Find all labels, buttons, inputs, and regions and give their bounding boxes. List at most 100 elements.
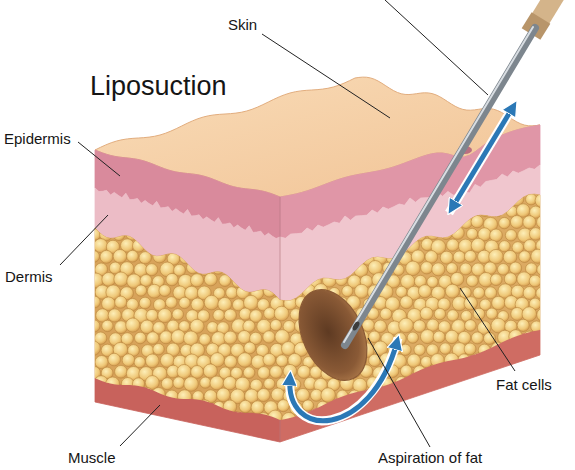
fat-cell	[337, 390, 349, 402]
fat-cell	[140, 387, 154, 401]
fat-cell	[314, 218, 327, 231]
fat-cell	[102, 320, 113, 331]
fat-cell	[445, 284, 459, 298]
fat-cell	[81, 331, 93, 343]
fat-cell	[434, 378, 446, 390]
fat-cell	[270, 319, 281, 330]
fat-cell	[160, 194, 172, 206]
fat-cell	[264, 424, 276, 436]
fat-cell	[529, 275, 541, 287]
fat-cell	[89, 207, 101, 219]
fat-cell	[451, 414, 463, 426]
fat-cell	[472, 353, 486, 367]
fat-cell	[537, 399, 550, 412]
fat-cell	[444, 378, 457, 391]
fat-cell	[316, 193, 327, 204]
fat-cell	[492, 205, 503, 216]
fat-cell	[134, 357, 145, 368]
fat-cell	[431, 354, 445, 368]
fat-cell	[87, 411, 101, 425]
fat-cell	[328, 194, 342, 208]
fat-cell	[524, 331, 535, 342]
fat-cell	[231, 251, 245, 265]
fat-cell	[509, 262, 521, 274]
fat-cell	[166, 273, 178, 285]
fat-cell	[460, 216, 472, 228]
fat-cell	[125, 413, 139, 427]
suction-arrow	[290, 342, 397, 421]
fat-cell	[172, 399, 186, 413]
fat-cell	[483, 191, 498, 206]
fat-cell	[360, 227, 374, 241]
fat-cell	[122, 354, 135, 367]
fat-cell	[399, 203, 414, 218]
fat-cell	[464, 389, 477, 402]
fat-cell	[226, 194, 238, 206]
fat-cell	[120, 424, 134, 438]
fat-cell	[129, 207, 141, 219]
fat-cell	[238, 353, 253, 368]
fat-cell	[350, 251, 362, 263]
fat-cell	[238, 194, 250, 206]
fat-cell	[135, 425, 147, 437]
fat-cell	[115, 296, 127, 308]
fat-cell	[310, 205, 323, 218]
fat-cell	[329, 262, 342, 275]
fat-cell	[204, 295, 219, 310]
fat-cell	[451, 272, 464, 285]
fat-cell	[103, 390, 115, 402]
fat-cell	[113, 203, 126, 216]
fat-cell	[191, 366, 204, 379]
fat-cell	[174, 423, 186, 435]
fat-cell	[302, 400, 313, 411]
fat-cell	[303, 423, 316, 436]
fat-cell	[128, 390, 141, 403]
fat-cell	[256, 203, 270, 217]
fat-cell	[89, 229, 101, 241]
fat-cell	[106, 425, 119, 438]
fat-cell	[80, 401, 93, 414]
fat-cell	[82, 194, 94, 206]
fat-cell	[227, 426, 239, 438]
fat-cell	[212, 262, 224, 274]
fat-cell	[269, 252, 283, 266]
fat-cell	[217, 206, 230, 219]
fat-cell	[106, 377, 120, 391]
fat-cell	[165, 204, 179, 218]
fat-cell	[289, 193, 303, 207]
fat-cell	[82, 423, 95, 436]
fat-cell	[210, 238, 224, 252]
fat-cell	[86, 341, 101, 356]
leader-line	[262, 34, 390, 118]
fat-cell	[81, 263, 93, 275]
fat-cell	[107, 218, 120, 231]
fat-cell	[132, 378, 144, 390]
fat-cell	[190, 274, 203, 287]
fat-cell	[379, 216, 393, 230]
fat-cell	[237, 215, 250, 228]
fat-cell	[187, 261, 199, 273]
fat-cell	[335, 206, 349, 220]
fat-cell	[380, 401, 392, 413]
fat-cell	[340, 239, 353, 252]
fat-cell	[486, 308, 497, 319]
fat-cell	[537, 264, 549, 276]
fat-cell	[132, 240, 145, 253]
fat-cell	[538, 353, 551, 366]
fat-cell	[399, 318, 414, 333]
fat-cell	[153, 344, 164, 355]
fat-cell	[283, 364, 297, 378]
fat-cell	[166, 297, 178, 309]
fat-cell	[460, 263, 472, 275]
fat-cell	[375, 411, 388, 424]
fat-cell	[158, 309, 172, 323]
fat-cell	[427, 227, 440, 240]
leader-line	[120, 405, 160, 446]
fat-cell	[354, 423, 366, 435]
fat-cell	[127, 250, 139, 262]
fat-cell	[296, 205, 309, 218]
fat-cell	[492, 412, 505, 425]
fat-cell	[200, 377, 211, 388]
